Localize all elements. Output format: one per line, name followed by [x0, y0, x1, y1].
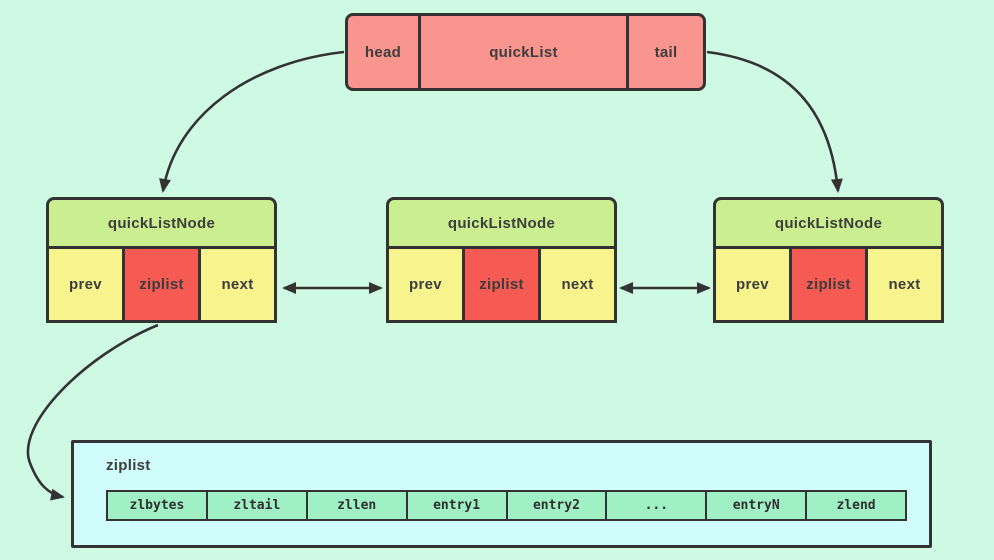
ziplist-box-title: ziplist — [106, 457, 151, 474]
arrow-head-to-node1 — [159, 50, 345, 193]
quicklist-title-cell: quickList — [418, 13, 629, 91]
node3-row: prev ziplist next — [713, 246, 944, 323]
node2-header-label: quickListNode — [447, 214, 556, 232]
node2-next-label: next — [561, 276, 594, 293]
node2-ziplist-label: ziplist — [479, 276, 524, 293]
ziplist-cell-entry2: entry2 — [505, 490, 608, 521]
node2-row: prev ziplist next — [386, 246, 617, 323]
node1-header-label: quickListNode — [107, 214, 216, 232]
node2-prev-cell: prev — [386, 246, 465, 323]
node2-prev-label: prev — [409, 276, 442, 293]
quicklist-head-label: head — [364, 43, 402, 61]
ziplist-cell-zllen: zllen — [305, 490, 408, 521]
node1-ziplist-label: ziplist — [139, 276, 184, 293]
quicklist-box: head quickList tail — [345, 13, 706, 91]
node1-header: quickListNode — [46, 197, 277, 249]
quicklist-head-cell: head — [345, 13, 421, 91]
ziplist-cell-ellipsis: ... — [605, 490, 708, 521]
node1-next-label: next — [221, 276, 254, 293]
ziplist-box: ziplist zlbytes zltail zllen entry1 entr… — [71, 440, 932, 548]
arrow-tail-to-node3 — [706, 50, 843, 193]
node3-prev-label: prev — [736, 276, 769, 293]
quicklistnode-1: quickListNode prev ziplist next — [46, 197, 277, 323]
node1-prev-label: prev — [69, 276, 102, 293]
node1-row: prev ziplist next — [46, 246, 277, 323]
quicklist-title-label: quickList — [489, 43, 558, 61]
ziplist-cell-zlend: zlend — [805, 490, 907, 521]
ziplist-cell-entry1: entry1 — [405, 490, 508, 521]
node3-ziplist-cell: ziplist — [789, 246, 868, 323]
quicklist-tail-cell: tail — [626, 13, 706, 91]
ziplist-cell-entryN: entryN — [705, 490, 808, 521]
node1-next-cell: next — [198, 246, 277, 323]
node1-prev-cell: prev — [46, 246, 125, 323]
ziplist-cells-row: zlbytes zltail zllen entry1 entry2 ... e… — [106, 490, 907, 521]
node3-header: quickListNode — [713, 197, 944, 249]
node2-ziplist-cell: ziplist — [462, 246, 541, 323]
node3-next-label: next — [888, 276, 921, 293]
quicklistnode-2: quickListNode prev ziplist next — [386, 197, 617, 323]
ziplist-cell-zlbytes: zlbytes — [106, 490, 208, 521]
quicklist-tail-label: tail — [654, 43, 678, 61]
node3-prev-cell: prev — [713, 246, 792, 323]
node3-next-cell: next — [865, 246, 944, 323]
node3-ziplist-label: ziplist — [806, 276, 851, 293]
node2-next-cell: next — [538, 246, 617, 323]
node3-header-label: quickListNode — [774, 214, 883, 232]
node2-header: quickListNode — [386, 197, 617, 249]
ziplist-cell-zltail: zltail — [205, 490, 308, 521]
node1-ziplist-cell: ziplist — [122, 246, 201, 323]
quicklistnode-3: quickListNode prev ziplist next — [713, 197, 944, 323]
